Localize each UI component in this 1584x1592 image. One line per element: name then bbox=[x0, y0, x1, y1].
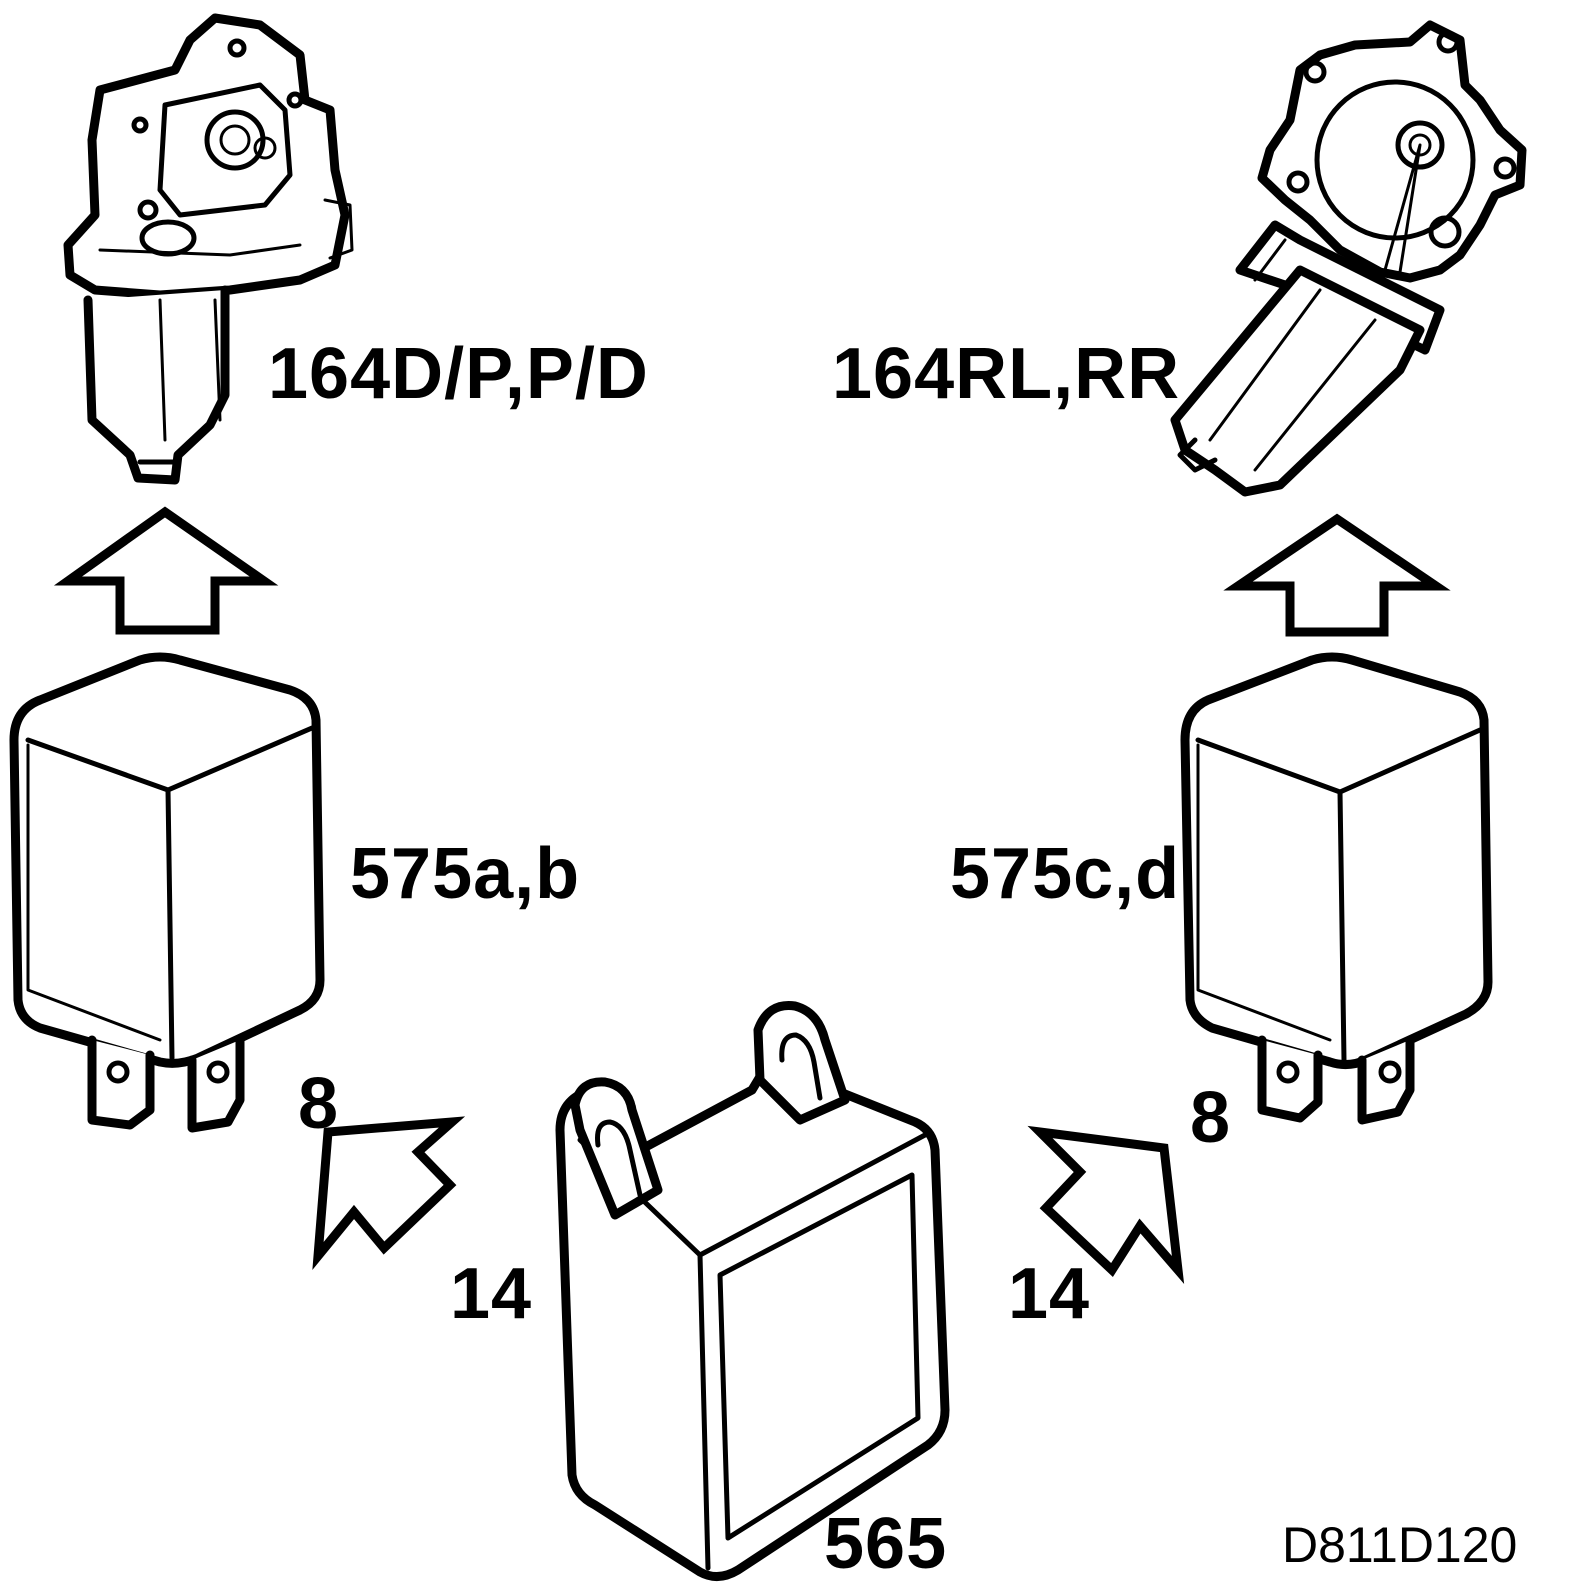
label-module: 565 bbox=[824, 1504, 948, 1584]
label-motor-front: 164D/P,P/D bbox=[268, 334, 649, 414]
label-pin14-left: 14 bbox=[450, 1254, 533, 1334]
label-pin8-right: 8 bbox=[1190, 1078, 1232, 1158]
label-pin8-left: 8 bbox=[298, 1064, 340, 1144]
label-reference: D811D120 bbox=[1282, 1517, 1518, 1573]
label-motor-rear: 164RL,RR bbox=[832, 334, 1181, 414]
rear-window-motor-drawing bbox=[1170, 20, 1527, 497]
arrow-diag-right bbox=[1027, 1125, 1185, 1284]
up-arrow-right bbox=[1223, 513, 1451, 637]
control-module-drawing bbox=[555, 1001, 950, 1581]
arrow-diag-left bbox=[312, 1116, 466, 1271]
label-relay-right: 575c,d bbox=[950, 834, 1181, 914]
front-window-motor-drawing bbox=[63, 13, 354, 485]
up-arrow-left bbox=[53, 506, 279, 635]
relay-right-drawing bbox=[1180, 652, 1493, 1125]
relay-left-drawing bbox=[9, 652, 325, 1133]
label-pin14-right: 14 bbox=[1008, 1254, 1091, 1334]
label-relay-left: 575a,b bbox=[350, 834, 581, 914]
